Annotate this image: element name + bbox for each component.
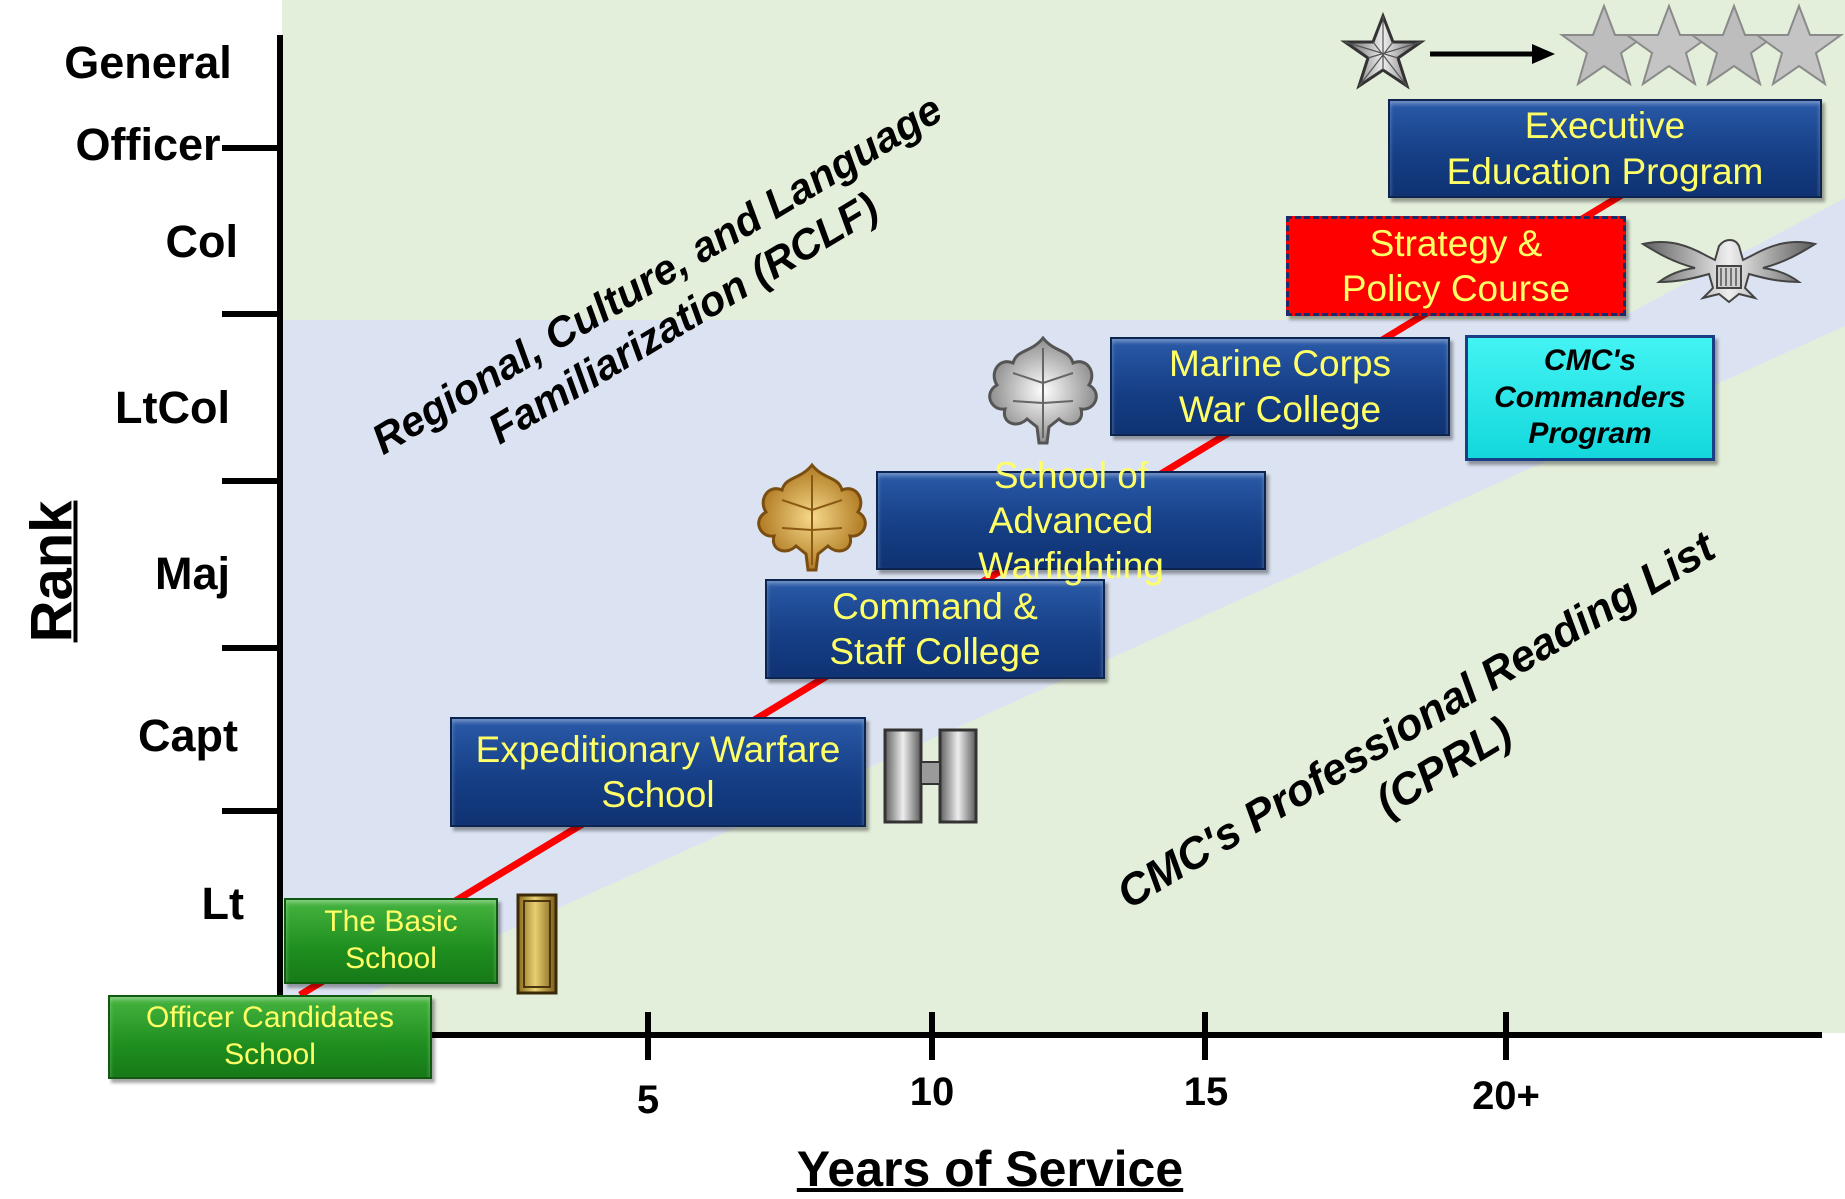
y-tick bbox=[222, 645, 280, 651]
lieutenant-colonel-oak-leaf-icon bbox=[988, 335, 1098, 445]
general-star-icon bbox=[1340, 11, 1426, 90]
ews-label: Expeditionary Warfare School bbox=[475, 728, 841, 815]
promotion-arrow-icon bbox=[1430, 44, 1555, 64]
x-axis-title: Years of Service bbox=[796, 1141, 1184, 1197]
rank-label-ltcol: LtCol bbox=[115, 382, 230, 433]
rclf-region-shape bbox=[282, 320, 1845, 326]
spc-box: Strategy & Policy Course bbox=[1286, 216, 1626, 316]
x-tick bbox=[1503, 1012, 1509, 1060]
y-tick bbox=[222, 311, 280, 317]
csc-label: Command & Staff College bbox=[829, 585, 1041, 672]
y-axis-line bbox=[277, 35, 283, 1035]
saw-box: School of Advanced Warfighting bbox=[876, 455, 1266, 586]
x-tick bbox=[1202, 1012, 1208, 1060]
rclf-region-fill bbox=[282, 326, 1845, 1033]
eep-box: Executive Education Program bbox=[1388, 99, 1822, 198]
x-tick bbox=[929, 1012, 935, 1060]
rank-label-capt: Capt bbox=[138, 710, 238, 761]
y-tick bbox=[222, 808, 280, 814]
rank-label-col: Col bbox=[165, 216, 239, 267]
x-tick bbox=[645, 1012, 651, 1060]
ocs-box: Officer Candidates School bbox=[108, 995, 432, 1079]
y-tick bbox=[222, 145, 280, 151]
ews-box: Expeditionary Warfare School bbox=[450, 717, 866, 827]
ocs-label: Officer Candidates School bbox=[146, 1001, 394, 1071]
four-stars-icon bbox=[1558, 3, 1845, 87]
mcwar-label: Marine Corps War College bbox=[1168, 343, 1392, 430]
rank-label-general: General Officer bbox=[64, 37, 232, 170]
rank-label-maj: Maj bbox=[154, 548, 230, 599]
y-tick bbox=[222, 478, 280, 484]
saw-label: School of Advanced Warfighting bbox=[978, 454, 1164, 587]
x-tick-label: 10 bbox=[909, 1070, 955, 1114]
eep-label: Executive Education Program bbox=[1446, 105, 1764, 192]
csc-box: Command & Staff College bbox=[765, 579, 1105, 679]
x-tick-label: 5 bbox=[636, 1078, 660, 1122]
major-oak-leaf-icon bbox=[757, 462, 867, 572]
mcwar-box: Marine Corps War College bbox=[1110, 337, 1450, 436]
ccp-label: CMC's Commanders Program bbox=[1494, 344, 1686, 451]
x-axis-line bbox=[277, 1032, 1822, 1038]
rank-label-lt: Lt bbox=[201, 878, 244, 929]
x-tick-label: 20+ bbox=[1472, 1074, 1540, 1118]
tbs-box: The Basic School bbox=[284, 898, 498, 984]
captain-bars-icon bbox=[883, 728, 978, 824]
spc-label: Strategy & Policy Course bbox=[1341, 222, 1571, 309]
ccp-box: CMC's Commanders Program bbox=[1465, 335, 1715, 461]
tbs-label: The Basic School bbox=[324, 905, 458, 975]
x-tick-label: 15 bbox=[1183, 1070, 1229, 1114]
second-lieutenant-bar-icon bbox=[516, 893, 558, 995]
colonel-eagle-icon bbox=[1640, 239, 1818, 304]
